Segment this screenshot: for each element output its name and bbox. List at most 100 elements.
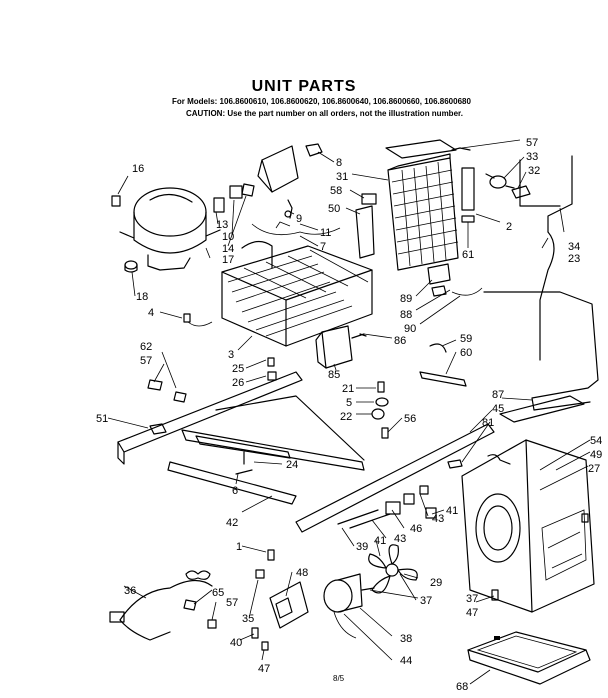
- rail-45: [295, 395, 585, 533]
- callout-45: 45: [492, 403, 504, 415]
- callout-68: 68: [456, 681, 468, 693]
- callout-16: 16: [132, 163, 144, 175]
- callout-9: 9: [296, 213, 302, 225]
- motor-mount-48: [269, 581, 309, 629]
- callout-39: 39: [356, 541, 368, 553]
- callout-11: 11: [320, 227, 331, 239]
- callout-7: 7: [320, 241, 326, 253]
- callout-44: 44: [400, 655, 412, 667]
- ground-screw-4: [183, 313, 213, 327]
- callout-10: 10: [222, 231, 234, 243]
- callout-49: 49: [590, 449, 602, 461]
- callout-18: 18: [136, 291, 148, 303]
- defrost-timer: [315, 325, 367, 369]
- callout-35: 35: [242, 613, 254, 625]
- callout-23: 23: [568, 253, 580, 265]
- callout-58: 58: [330, 185, 342, 197]
- callout-37-left: 37: [420, 595, 432, 607]
- callout-38: 38: [400, 633, 412, 645]
- callout-47-bottom: 47: [258, 663, 270, 675]
- callout-27: 27: [588, 463, 600, 475]
- model-list: For Models: 106.8600610, 106.8600620, 10…: [172, 97, 471, 106]
- motor-bracket-parts: [337, 485, 437, 529]
- callout-85: 85: [328, 369, 340, 381]
- callout-59: 59: [460, 333, 472, 345]
- callout-31: 31: [336, 171, 348, 183]
- callout-48: 48: [296, 567, 308, 579]
- callout-86: 86: [394, 335, 406, 347]
- callout-65: 65: [212, 587, 224, 599]
- callout-25: 25: [232, 363, 244, 375]
- callout-54: 54: [590, 435, 602, 447]
- callout-90: 90: [404, 323, 416, 335]
- evaporator-bracket-50: [355, 193, 377, 259]
- callout-22: 22: [340, 411, 352, 423]
- fan-motor: [323, 573, 375, 639]
- callout-33: 33: [526, 151, 538, 163]
- drain-pan: [467, 631, 591, 685]
- compressor: [111, 187, 221, 271]
- evaporator-coil: [385, 139, 459, 271]
- callout-8: 8: [336, 157, 342, 169]
- relay-and-overload: [213, 183, 255, 213]
- callout-43-left: 43: [394, 533, 406, 545]
- callout-29: 29: [430, 577, 442, 589]
- capillary-tubing: [483, 155, 599, 411]
- callout-24: 24: [286, 459, 298, 471]
- callout-57-low: 57: [226, 597, 238, 609]
- callout-34: 34: [568, 241, 580, 253]
- callout-60: 60: [460, 347, 472, 359]
- callout-13: 13: [216, 219, 228, 231]
- callout-62: 62: [140, 341, 152, 353]
- callout-51: 51: [96, 413, 108, 425]
- callout-2: 2: [506, 221, 512, 233]
- callout-47-right: 47: [466, 607, 478, 619]
- power-cord: [109, 570, 213, 641]
- callout-32: 32: [528, 165, 540, 177]
- defrost-thermostat: [427, 263, 483, 297]
- callout-40: 40: [230, 637, 242, 649]
- callout-4: 4: [148, 307, 154, 319]
- callout-46: 46: [410, 523, 422, 535]
- leader-lines: [107, 139, 591, 685]
- callout-21: 21: [342, 383, 354, 395]
- callout-57-top: 57: [526, 137, 538, 149]
- compressor-mount-grommet: [124, 260, 138, 273]
- callout-17: 17: [222, 254, 234, 266]
- callout-61: 61: [462, 249, 474, 261]
- callout-56: 56: [404, 413, 416, 425]
- page-marker: 8/5: [333, 674, 345, 683]
- callout-labels: 16 18 4 13 10 14 17 8 9 11 7 31 58 50 57…: [96, 137, 602, 693]
- callout-41-right: 41: [446, 505, 458, 517]
- callout-5: 5: [346, 397, 352, 409]
- fan-shroud: [461, 439, 595, 613]
- callout-89: 89: [400, 293, 412, 305]
- callout-14: 14: [222, 243, 234, 255]
- callout-87: 87: [492, 389, 504, 401]
- relay-cover: [257, 143, 323, 219]
- wire-harness-7: [251, 221, 341, 236]
- callout-43-right: 43: [432, 513, 444, 525]
- fasteners-group-c: [183, 549, 499, 651]
- callout-81: 81: [482, 417, 494, 429]
- callout-88: 88: [400, 309, 412, 321]
- condenser-coil: [221, 240, 373, 347]
- callout-36: 36: [124, 585, 136, 597]
- callout-6: 6: [232, 485, 238, 497]
- diagram-title: UNIT PARTS: [251, 78, 357, 95]
- caution-note: CAUTION: Use the part number on all orde…: [186, 109, 463, 118]
- callout-41-left: 41: [374, 535, 386, 547]
- callout-57-mid: 57: [140, 355, 152, 367]
- callout-50: 50: [328, 203, 340, 215]
- callout-26: 26: [232, 377, 244, 389]
- fan-blade: [368, 544, 418, 594]
- defrost-parts-33-32: [451, 147, 531, 223]
- drain-heater-59-60: [419, 343, 467, 387]
- fasteners-group-b: [371, 381, 389, 439]
- callout-1: 1: [236, 541, 242, 553]
- callout-3: 3: [228, 349, 234, 361]
- callout-37-right: 37: [466, 593, 478, 605]
- callout-42: 42: [226, 517, 238, 529]
